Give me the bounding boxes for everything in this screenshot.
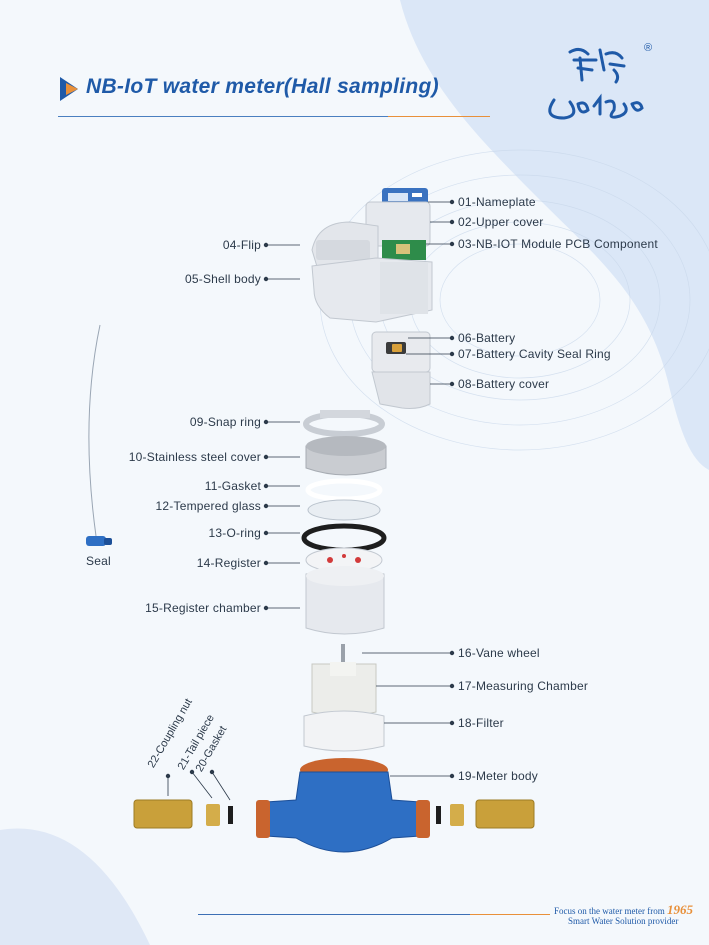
- label-battery-seal-ring: 07-Battery Cavity Seal Ring: [458, 347, 611, 361]
- label-filter: 18-Filter: [458, 716, 504, 730]
- footer-subtitle: Smart Water Solution provider: [568, 916, 679, 926]
- snap-ring-part: [303, 410, 385, 437]
- o-ring-part: [301, 523, 387, 553]
- measuring-chamber-part: [311, 662, 377, 717]
- flip-part: [311, 221, 379, 271]
- label-tempered-glass: 12-Tempered glass: [155, 499, 261, 513]
- label-shell-body: 05-Shell body: [185, 272, 261, 286]
- label-gasket-11: 11-Gasket: [204, 479, 261, 493]
- pcb-part: [382, 240, 426, 260]
- label-measuring-chamber: 17-Measuring Chamber: [458, 679, 589, 693]
- battery-cover-part: [371, 371, 431, 409]
- stainless-cover-part: [305, 436, 387, 476]
- gasket-part: [305, 478, 383, 502]
- brand-logo: [548, 47, 644, 120]
- seal-wire: [88, 324, 101, 537]
- right-coupling-assembly: [436, 799, 535, 829]
- register-chamber-part: [305, 566, 385, 635]
- label-battery: 06-Battery: [458, 331, 516, 345]
- label-battery-cover: 08-Battery cover: [458, 377, 550, 391]
- footer-tagline: Focus on the water meter from 1965: [554, 902, 693, 918]
- label-seal: Seal: [86, 554, 111, 568]
- battery-cavity-part: [371, 331, 431, 373]
- label-register: 14-Register: [196, 556, 261, 570]
- footer-tagline-text: Focus on the water meter from: [554, 906, 665, 916]
- label-snap-ring: 09-Snap ring: [189, 415, 261, 429]
- top-right-blue-blob: [400, 0, 709, 470]
- meter-body-part: [256, 758, 430, 853]
- footer-year: 1965: [666, 902, 693, 917]
- leader-lines: [165, 199, 455, 801]
- footer-line-orange: [470, 914, 550, 915]
- label-vane-wheel: 16-Vane wheel: [458, 646, 540, 660]
- label-o-ring: 13-O-ring: [208, 526, 261, 540]
- label-pcb: 03-NB-IOT Module PCB Component: [458, 237, 658, 251]
- label-upper-cover: 02-Upper cover: [458, 215, 544, 229]
- tempered-glass-part: [307, 499, 381, 521]
- title-underline-orange: [388, 116, 490, 117]
- bottom-left-blue-blob: [0, 828, 150, 945]
- label-stainless-cover: 10-Stainless steel cover: [128, 450, 261, 464]
- label-meter-body: 19-Meter body: [458, 769, 538, 783]
- shell-body-part: [311, 257, 433, 323]
- footer-line-blue: [198, 914, 470, 915]
- registered-mark: ®: [644, 42, 653, 54]
- label-flip: 04-Flip: [222, 238, 261, 252]
- filter-part: [303, 710, 385, 752]
- title-arrow-icon: [60, 77, 78, 101]
- left-coupling-assembly: [133, 799, 233, 829]
- vane-shaft: [341, 644, 345, 662]
- seal-part: [86, 536, 112, 546]
- label-register-chamber: 15-Register chamber: [145, 601, 261, 615]
- page-title: NB-IoT water meter(Hall sampling): [86, 75, 439, 98]
- label-nameplate: 01-Nameplate: [458, 195, 536, 209]
- title-underline-blue: [58, 116, 388, 117]
